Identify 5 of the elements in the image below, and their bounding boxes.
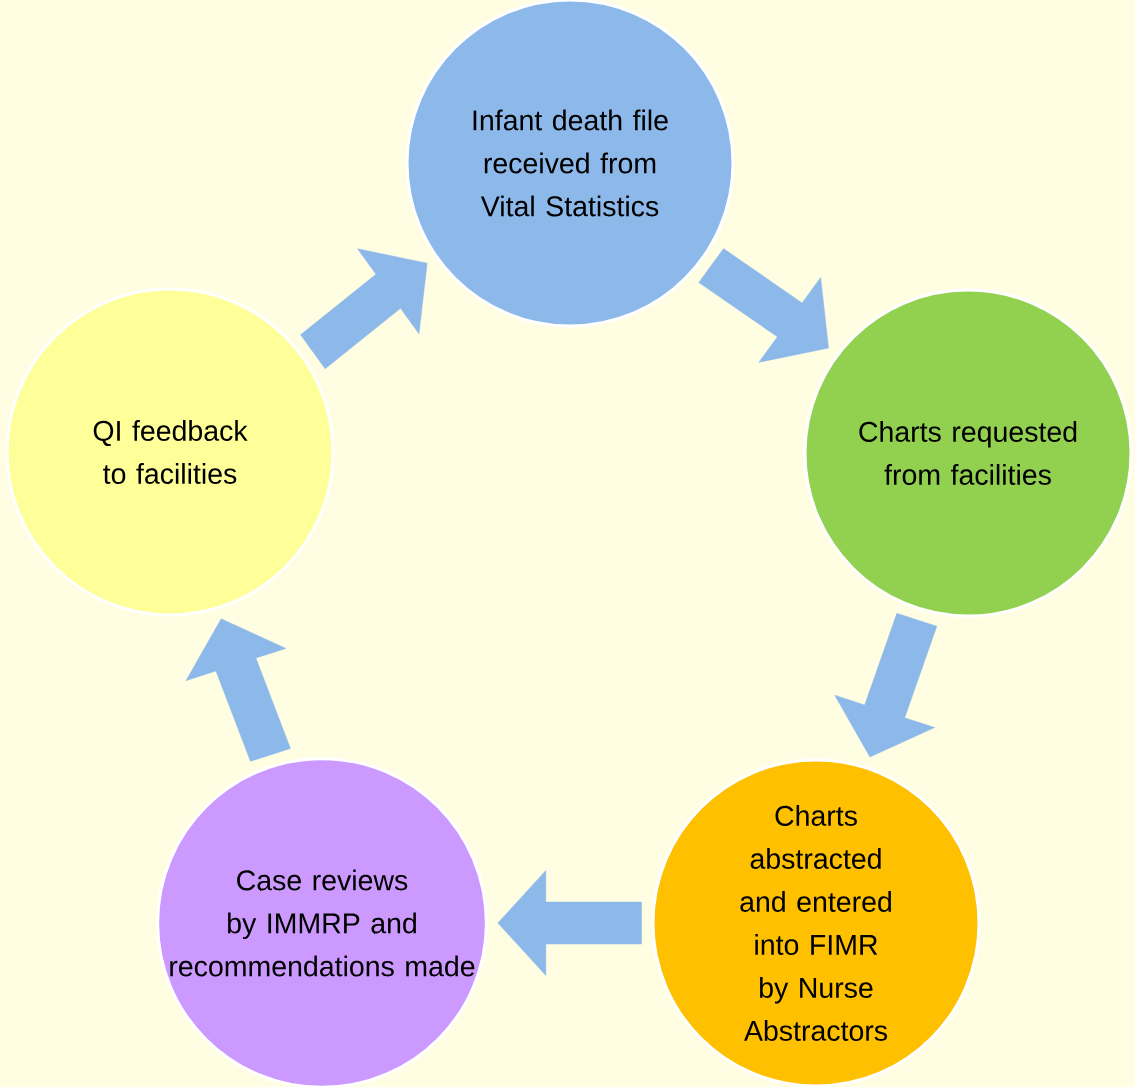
- block-arrow: [834, 613, 938, 758]
- block-arrow: [698, 248, 829, 363]
- block-arrow: [185, 618, 291, 762]
- block-arrow: [497, 870, 642, 976]
- block-arrow: [300, 248, 428, 370]
